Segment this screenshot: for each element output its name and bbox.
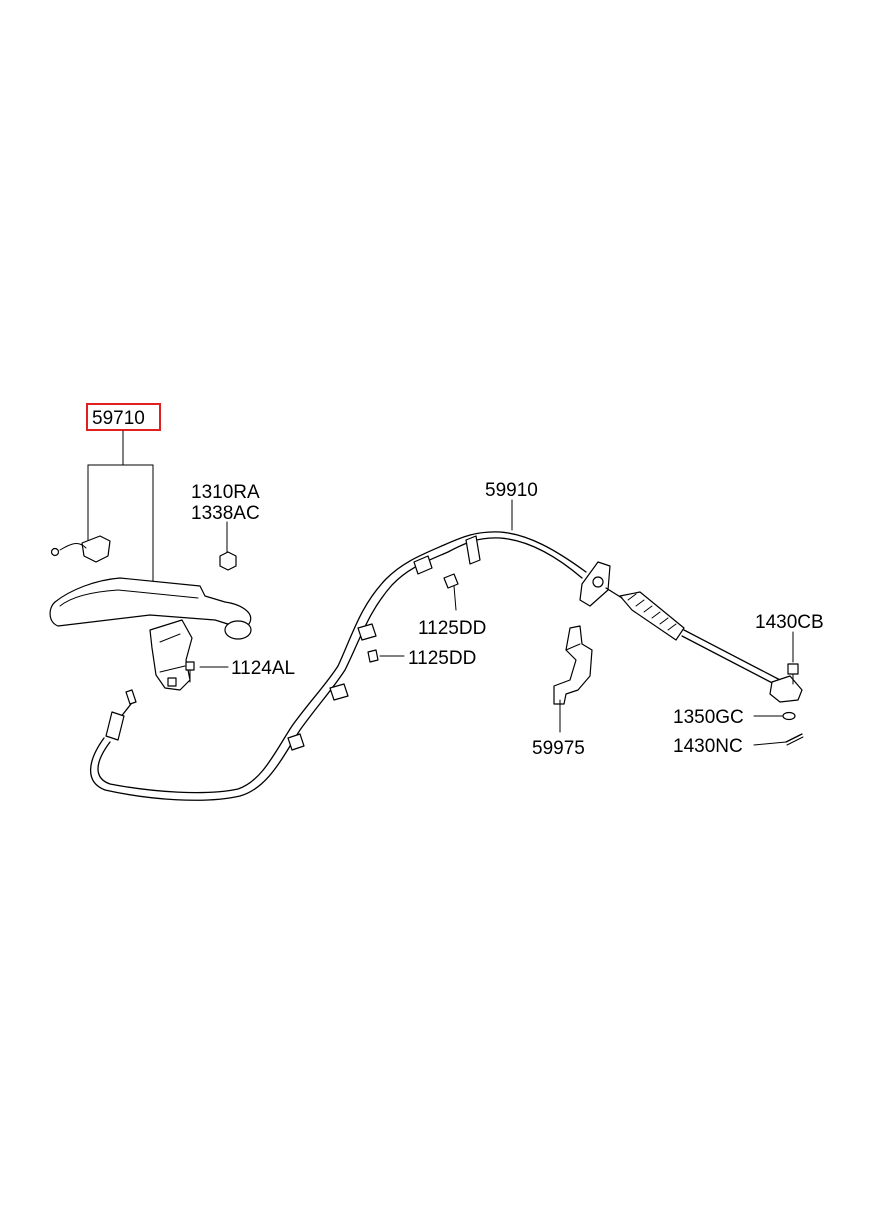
cotter-pin-1430NC [753,733,804,746]
highlight-box-59710 [86,403,161,431]
bolt-1125DD-lower [367,649,405,663]
label-59910[interactable]: 59910 [485,480,538,501]
bolt-1124AL [185,661,229,683]
label-1338AC[interactable]: 1338AC [191,503,260,524]
washer-1350GC [753,711,796,721]
pin-1430CB [787,631,799,685]
label-1125DD-lower[interactable]: 1125DD [408,648,476,669]
bolt-1125DD-upper [443,573,459,611]
label-1430NC[interactable]: 1430NC [673,736,743,757]
label-1125DD-upper[interactable]: 1125DD [418,618,486,639]
parking-brake-lever [49,535,252,691]
bracket-59975 [553,625,593,733]
label-59710[interactable]: 59710 [92,408,145,429]
label-1350GC[interactable]: 1350GC [673,707,744,728]
label-1124AL[interactable]: 1124AL [231,658,295,679]
parking-brake-cable [90,531,803,801]
leader-59710 [87,430,154,583]
label-1430CB[interactable]: 1430CB [755,612,824,633]
nut-1310RA-1338AC [219,521,237,571]
label-1310RA[interactable]: 1310RA [191,482,260,503]
label-59975[interactable]: 59975 [532,738,585,759]
